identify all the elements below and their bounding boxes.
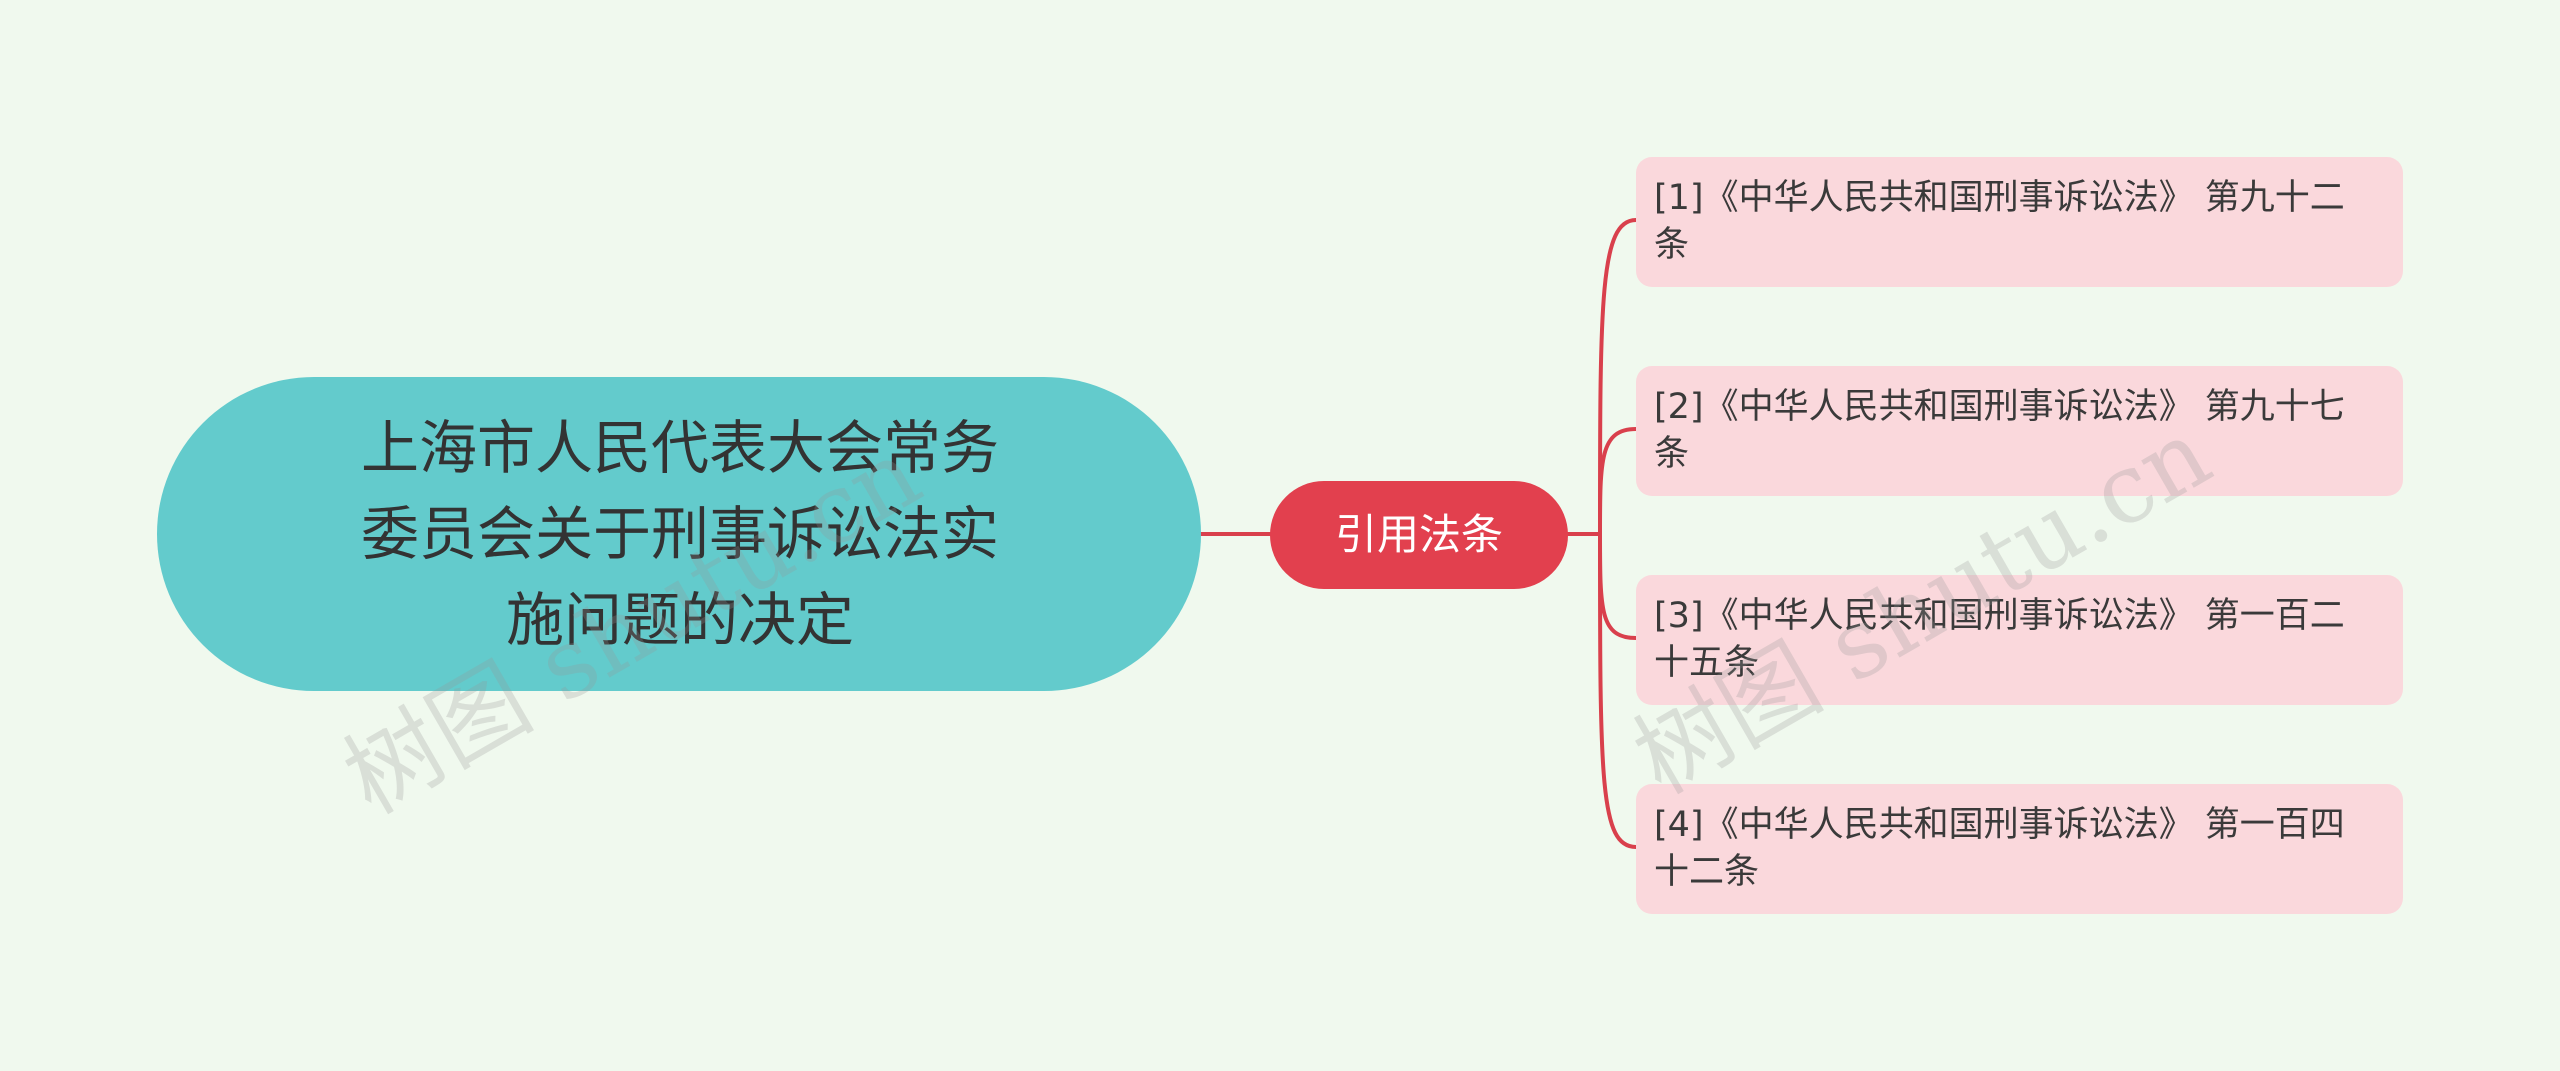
- root-topic-line-1: 上海市人民代表大会常务: [360, 414, 999, 482]
- leaf-topic-node-1[interactable]: [1]《中华人民共和国刑事诉讼法》 第九十二条: [1636, 157, 2403, 287]
- root-topic-text: 上海市人民代表大会常务 委员会关于刑事诉讼法实 施问题的决定: [300, 405, 1060, 663]
- leaf-2-connector: [1598, 427, 1637, 535]
- leaf-4-connector: [1598, 533, 1637, 849]
- leaf-topic-node-2[interactable]: [2]《中华人民共和国刑事诉讼法》 第九十七条: [1636, 366, 2403, 496]
- root-topic-line-2: 委员会关于刑事诉讼法实: [360, 500, 999, 568]
- leaf-1-connector: [1598, 218, 1637, 535]
- root-topic-line-3: 施问题的决定: [505, 586, 854, 654]
- leaf-topic-node-3[interactable]: [3]《中华人民共和国刑事诉讼法》 第一百二十五条: [1636, 575, 2403, 705]
- root-topic-node[interactable]: [157, 377, 1201, 691]
- branch-topic-node[interactable]: 引用法条: [1270, 481, 1568, 589]
- leaf-3-connector: [1598, 533, 1637, 640]
- leaf-topic-node-4[interactable]: [4]《中华人民共和国刑事诉讼法》 第一百四十二条: [1636, 784, 2403, 914]
